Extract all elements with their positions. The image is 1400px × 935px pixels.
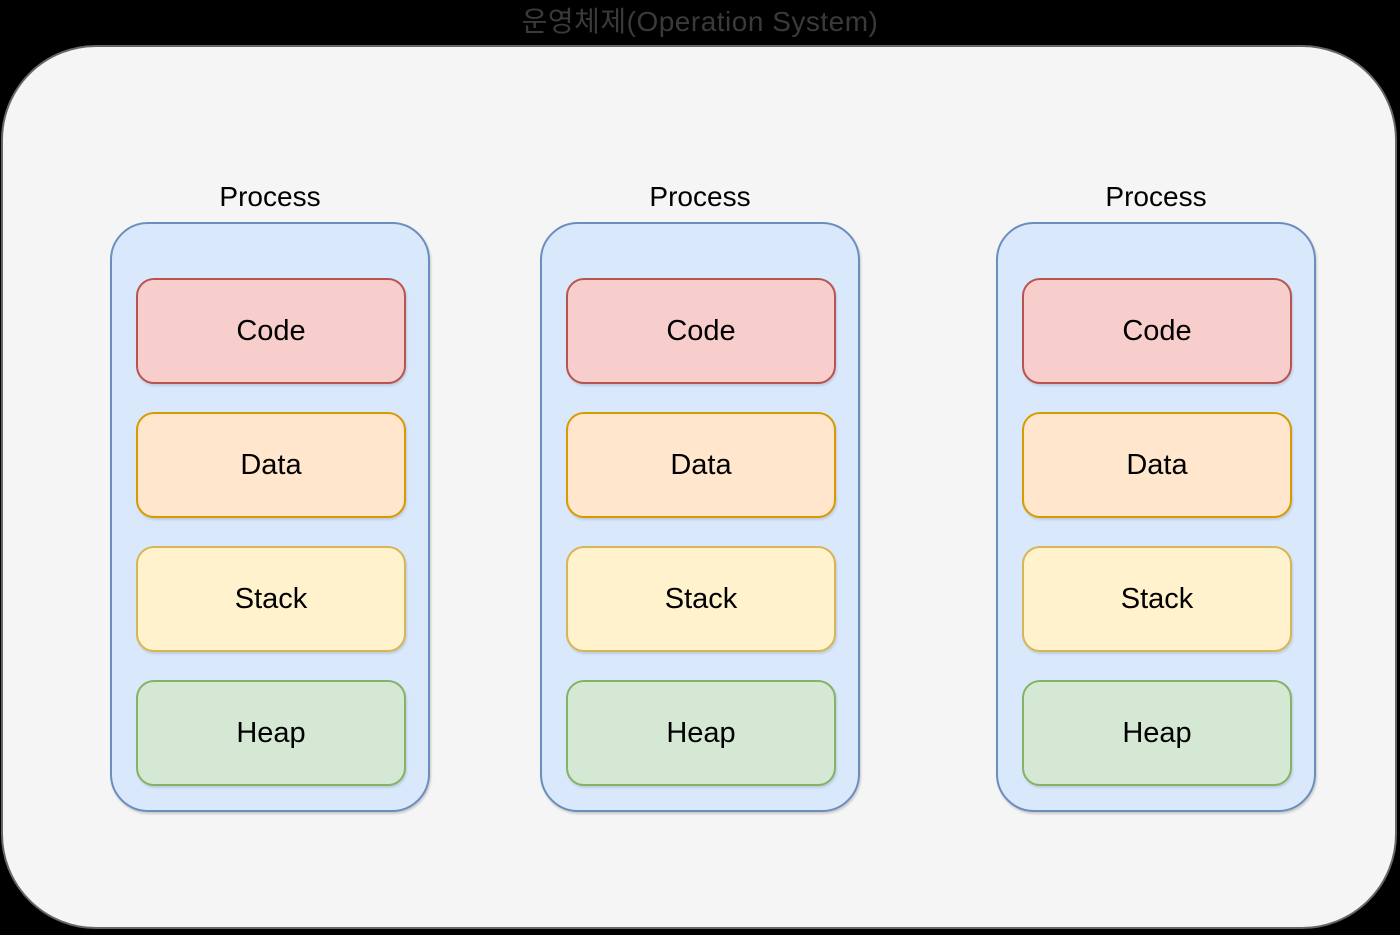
- segment-heap: Heap: [136, 680, 406, 786]
- process-column-1: Process Code Data Stack Heap: [110, 178, 430, 812]
- segment-code: Code: [1022, 278, 1292, 384]
- segment-heap: Heap: [1022, 680, 1292, 786]
- process-column-2: Process Code Data Stack Heap: [540, 178, 860, 812]
- segment-code: Code: [566, 278, 836, 384]
- segment-heap: Heap: [566, 680, 836, 786]
- segment-stack: Stack: [1022, 546, 1292, 652]
- process-column-3: Process Code Data Stack Heap: [996, 178, 1316, 812]
- process-label: Process: [1105, 181, 1207, 212]
- segment-stack: Stack: [136, 546, 406, 652]
- process-box: Code Data Stack Heap: [110, 222, 430, 812]
- process-label: Process: [219, 181, 321, 212]
- process-label: Process: [649, 181, 751, 212]
- process-box: Code Data Stack Heap: [540, 222, 860, 812]
- os-title: 운영체제(Operation System): [521, 6, 879, 37]
- segment-code: Code: [136, 278, 406, 384]
- segment-data: Data: [1022, 412, 1292, 518]
- segment-data: Data: [566, 412, 836, 518]
- segment-data: Data: [136, 412, 406, 518]
- segment-stack: Stack: [566, 546, 836, 652]
- process-box: Code Data Stack Heap: [996, 222, 1316, 812]
